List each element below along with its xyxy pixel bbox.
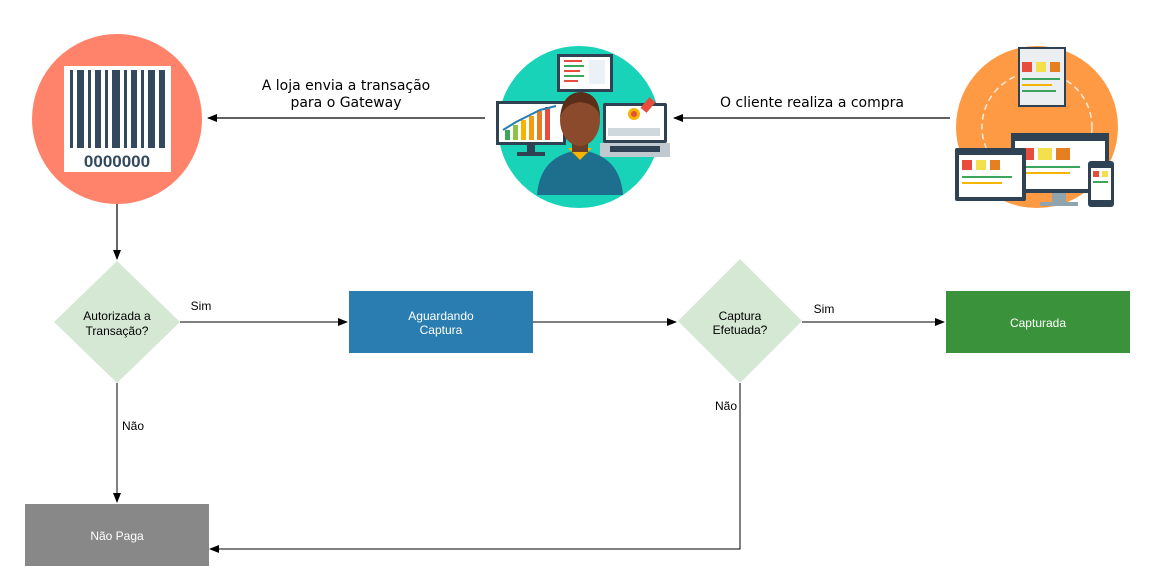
box-not-paid: Não Paga [25,504,209,566]
box-not-paid-label: Não Paga [90,529,144,543]
box-awaiting-line2: Captura [420,323,463,337]
smartphone-icon [1088,161,1114,207]
box-captured: Capturada [946,291,1130,353]
decision-captured: Captura Efetuada? [678,259,802,383]
label-customer-buys: O cliente realiza a compra [720,95,904,111]
label-store-sends-line1: A loja envia a transação [262,78,431,94]
web-page-icon [1018,47,1066,107]
label-captured-no: Não [715,399,737,413]
gateway-node [496,46,670,208]
tablet-icon [955,148,1026,201]
label-store-sends-line2: para o Gateway [290,95,401,111]
label-authorized-no: Não [122,419,144,433]
label-authorized-yes: Sim [191,299,212,313]
person-icon [537,92,623,195]
box-awaiting-capture: Aguardando Captura [349,291,533,353]
arrow-captured-no [209,383,741,553]
decision-authorized-line1: Autorizada a [83,309,151,323]
box-awaiting-line1: Aguardando [408,309,474,323]
decision-authorized: Autorizada a Transação? [54,261,180,383]
barcode-icon [70,70,165,148]
report-board-icon [557,54,613,92]
decision-captured-line1: Captura [719,309,762,323]
customer-node [955,46,1118,208]
label-captured-yes: Sim [814,302,835,316]
laptop-icon [600,97,670,157]
decision-captured-line2: Efetuada? [713,323,768,337]
decision-authorized-line2: Transação? [86,324,149,338]
chart-monitor-icon [496,101,566,156]
barcode-number: 0000000 [84,152,150,171]
barcode-node: 0000000 [32,34,202,204]
box-captured-label: Capturada [1010,316,1066,330]
